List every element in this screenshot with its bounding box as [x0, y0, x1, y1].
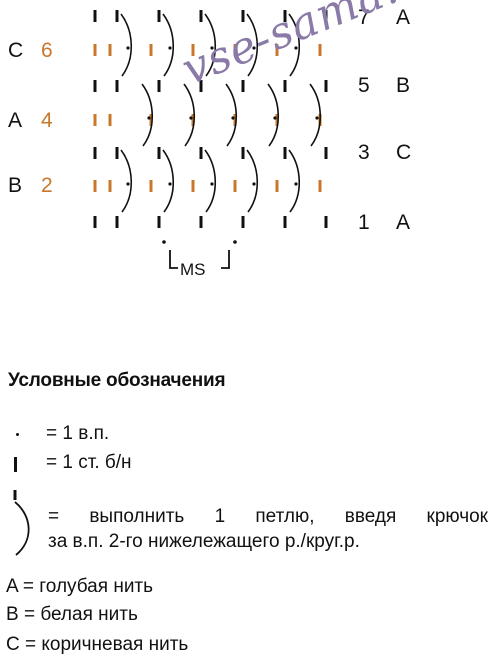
chain-dot	[231, 116, 235, 120]
long-loop-stitch	[141, 83, 154, 147]
long-loop-stitch	[288, 13, 301, 77]
long-loop-stitch	[162, 149, 175, 213]
chain-dot	[210, 46, 214, 50]
chain-dot	[210, 182, 214, 186]
row-number-7: 7	[358, 6, 370, 29]
chain-dot	[273, 116, 277, 120]
row-number-4: 4	[41, 109, 53, 132]
legend-text-long-loop-line1: = выполнить 1 петлю, введя крючок	[48, 506, 488, 527]
legend-color-c: C = коричневая нить	[6, 634, 189, 655]
long-loop-stitch	[204, 13, 217, 77]
crochet-chart: C 6 A 4 B 2 7 A 5 B 3 C 1 A MS	[8, 6, 411, 279]
ms-dot-right	[233, 240, 237, 244]
chain-dot	[252, 46, 256, 50]
row-letter-3: C	[396, 141, 411, 164]
chain-dot	[189, 116, 193, 120]
chain-dot	[315, 116, 319, 120]
row-letter-7: A	[396, 6, 410, 29]
row-letter-b: B	[8, 174, 22, 197]
long-loop-stitch	[225, 83, 238, 147]
long-loop-stitch	[120, 13, 133, 77]
legend-text-long-loop-line2: за в.п. 2-го нижележащего р./круг.р.	[48, 531, 360, 552]
chain-dot	[147, 116, 151, 120]
chain-dot	[126, 182, 130, 186]
ms-label: MS	[180, 260, 206, 279]
ms-bracket: MS	[162, 240, 237, 279]
legend-color-b: B = белая нить	[6, 604, 138, 625]
chain-dot	[252, 182, 256, 186]
long-loop-stitch	[204, 149, 217, 213]
dot-icon	[16, 433, 19, 436]
long-loop-stitch	[183, 83, 196, 147]
long-loop-stitch	[267, 83, 280, 147]
row-number-6: 6	[41, 39, 53, 62]
row-letter-c: C	[8, 39, 23, 62]
row-number-3: 3	[358, 141, 370, 164]
long-loop-stitch	[162, 13, 175, 77]
chain-dot	[168, 182, 172, 186]
row-number-5: 5	[358, 74, 370, 97]
long-loop-stitch	[246, 149, 259, 213]
legend-text-chain: = 1 в.п.	[46, 423, 110, 444]
chain-dot	[294, 182, 298, 186]
long-loop-stitch	[120, 149, 133, 213]
chain-dot	[168, 46, 172, 50]
row-number-1: 1	[358, 211, 370, 234]
row-number-2: 2	[41, 174, 53, 197]
legend-title: Условные обозначения	[8, 370, 226, 391]
long-loop-stitch	[288, 149, 301, 213]
stitch-bar-icon	[14, 457, 17, 472]
chain-dot	[294, 46, 298, 50]
long-loop-stitch	[309, 83, 322, 147]
legend-item-long-loop: = выполнить 1 петлю, введя крючок за в.п…	[48, 504, 488, 554]
legend-text-single-crochet: = 1 ст. б/н	[46, 452, 132, 473]
legend-color-a: A = голубая нить	[6, 576, 154, 597]
long-loop-stitch	[246, 13, 259, 77]
ms-dot-left	[162, 240, 166, 244]
long-loop-icon	[13, 490, 30, 556]
row-letter-a: A	[8, 109, 22, 132]
chain-dot	[126, 46, 130, 50]
row-letter-1: A	[396, 211, 410, 234]
row-letter-5: B	[396, 74, 410, 97]
